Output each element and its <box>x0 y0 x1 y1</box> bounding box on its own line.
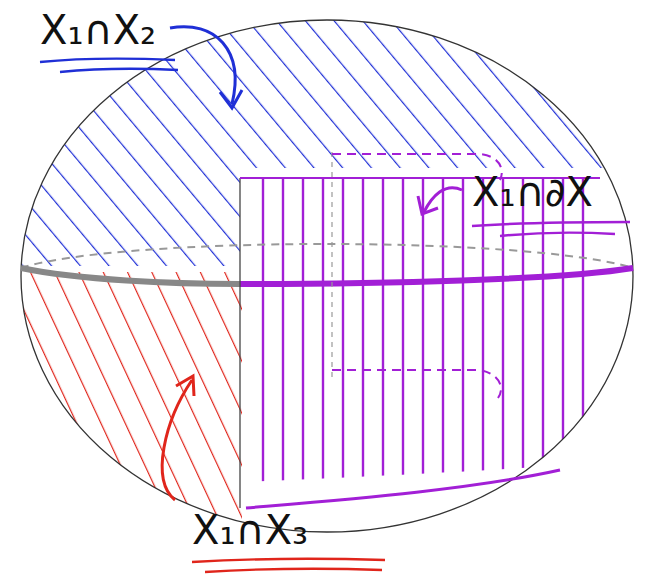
region-label: X₁∩X₃ <box>192 508 308 552</box>
leader-arrow <box>424 188 462 212</box>
equator-front-purple <box>240 268 633 284</box>
underline <box>472 222 630 236</box>
purple-bottom-back <box>332 370 501 398</box>
leader-arrow <box>162 380 192 500</box>
purple-bottom-front <box>246 470 560 508</box>
arrow-head <box>220 90 242 108</box>
region-label: X₁∩X₂ <box>40 8 156 52</box>
leader-arrow <box>170 27 235 104</box>
cut-line <box>239 178 240 508</box>
region-label: X₁∩∂X <box>472 170 593 214</box>
equator-front-grey <box>21 268 240 284</box>
underline <box>192 559 385 572</box>
underline <box>40 59 178 72</box>
hidden-edge <box>331 152 332 380</box>
equator-back <box>21 244 633 268</box>
sphere-outline <box>21 20 633 532</box>
arrow-head <box>176 376 194 396</box>
arrow-head <box>418 196 438 214</box>
